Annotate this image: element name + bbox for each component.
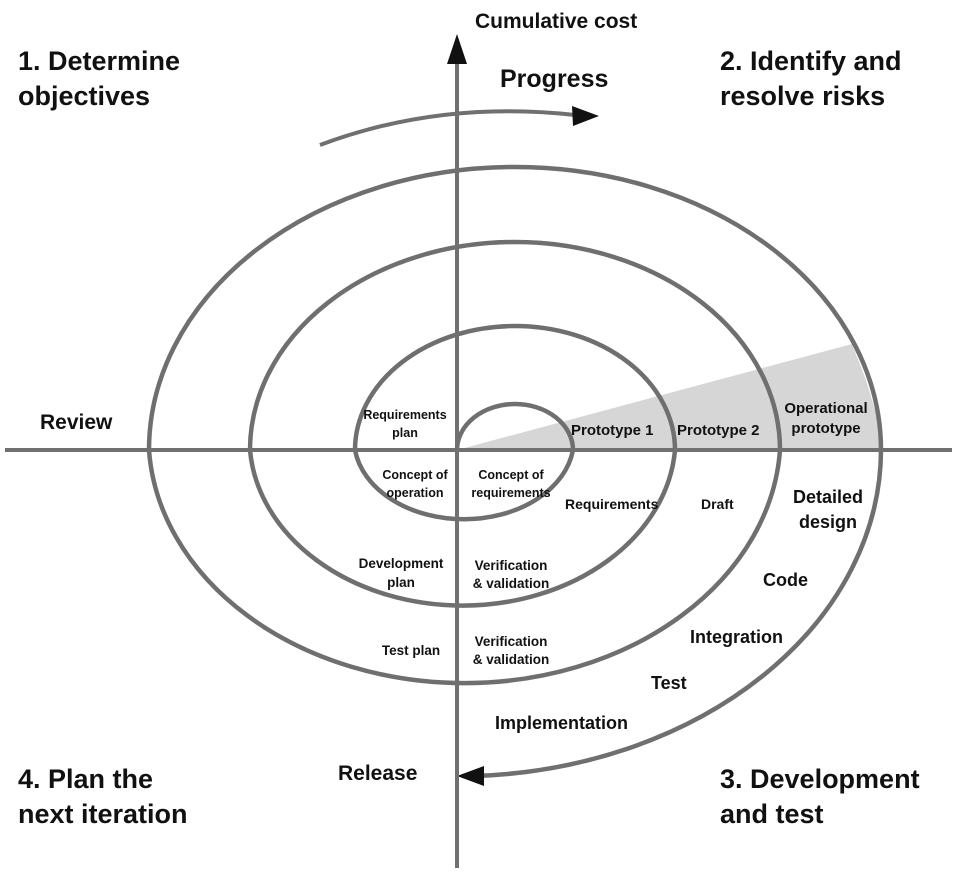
code-step-label: Code xyxy=(763,570,808,590)
release-arrowhead xyxy=(457,766,484,786)
verification-validation-1-line2: & validation xyxy=(472,576,550,591)
verification-validation-2-line2: & validation xyxy=(472,652,550,667)
verification-validation-1-label: Verification & validation xyxy=(463,557,559,593)
development-plan-label: Development plan xyxy=(351,554,451,592)
test-plan-label: Test plan xyxy=(381,643,441,658)
operational-prototype-label: Operational prototype xyxy=(776,399,876,439)
progress-label: Progress xyxy=(500,65,609,93)
implementation-step-label: Implementation xyxy=(495,713,629,733)
requirements-plan-line2: plan xyxy=(392,426,418,440)
detailed-design-step-label: Detailed design xyxy=(782,485,874,535)
concept-of-requirements-label: Concept of requirements xyxy=(465,466,557,502)
verification-validation-1-line1: Verification xyxy=(474,558,548,573)
quadrant-1-line2: objectives xyxy=(18,81,151,111)
operational-prototype-line1: Operational xyxy=(784,400,868,417)
spiral-arc-5 xyxy=(247,239,783,453)
quadrant-2-label: 2. Identify and resolve risks xyxy=(720,44,902,114)
quadrant-2-line1: 2. Identify and xyxy=(720,46,902,76)
spiral-arc-6 xyxy=(146,447,783,686)
quadrant-4-label: 4. Plan the next iteration xyxy=(18,762,188,832)
requirements-plan-label: Requirements plan xyxy=(356,406,454,442)
detailed-design-line2: design xyxy=(798,512,857,532)
quadrant-1-line1: 1. Determine xyxy=(18,46,181,76)
spiral-arc-7 xyxy=(146,164,884,453)
spiral-arc-2 xyxy=(352,447,576,522)
verification-validation-2-label: Verification & validation xyxy=(463,633,559,669)
test-step-label: Test xyxy=(651,673,687,693)
development-plan-line1: Development xyxy=(358,556,444,571)
spiral-arc-3 xyxy=(352,323,678,453)
concept-of-operation-line2: operation xyxy=(386,486,444,500)
prototype-1-label: Prototype 1 xyxy=(571,422,654,439)
quadrant-4-line2: next iteration xyxy=(18,799,188,829)
cumulative-cost-arrowhead xyxy=(447,34,467,64)
detailed-design-line1: Detailed xyxy=(792,487,864,507)
quadrant-1-label: 1. Determine objectives xyxy=(18,44,180,114)
operational-prototype-line2: prototype xyxy=(791,420,861,437)
quadrant-3-line2: and test xyxy=(720,799,824,829)
progress-arrowhead xyxy=(572,106,599,126)
prototype-2-label: Prototype 2 xyxy=(677,422,760,439)
spiral-path xyxy=(146,164,884,779)
review-label: Review xyxy=(40,411,113,434)
progress-arrow xyxy=(319,109,576,147)
verification-validation-2-line1: Verification xyxy=(474,634,548,649)
development-plan-line2: plan xyxy=(387,575,415,590)
spiral-arc-4 xyxy=(247,447,678,608)
cumulative-cost-label: Cumulative cost xyxy=(475,10,638,33)
concept-of-operation-label: Concept of operation xyxy=(370,466,460,502)
spiral-arc-1 xyxy=(454,401,576,453)
concept-of-requirements-line1: Concept of xyxy=(478,468,544,482)
spiral-arc-8 xyxy=(472,447,884,779)
quadrant-2-line2: resolve risks xyxy=(720,81,886,111)
quadrant-3-label: 3. Development and test xyxy=(720,762,920,832)
release-label: Release xyxy=(338,762,418,785)
requirements-step-label: Requirements xyxy=(565,496,659,512)
quadrant-4-line1: 4. Plan the xyxy=(18,764,154,794)
integration-step-label: Integration xyxy=(690,627,783,647)
quadrant-3-line1: 3. Development xyxy=(720,764,920,794)
concept-of-operation-line1: Concept of xyxy=(382,468,448,482)
requirements-plan-line1: Requirements xyxy=(363,408,447,422)
draft-step-label: Draft xyxy=(701,496,734,512)
concept-of-requirements-line2: requirements xyxy=(471,486,551,500)
